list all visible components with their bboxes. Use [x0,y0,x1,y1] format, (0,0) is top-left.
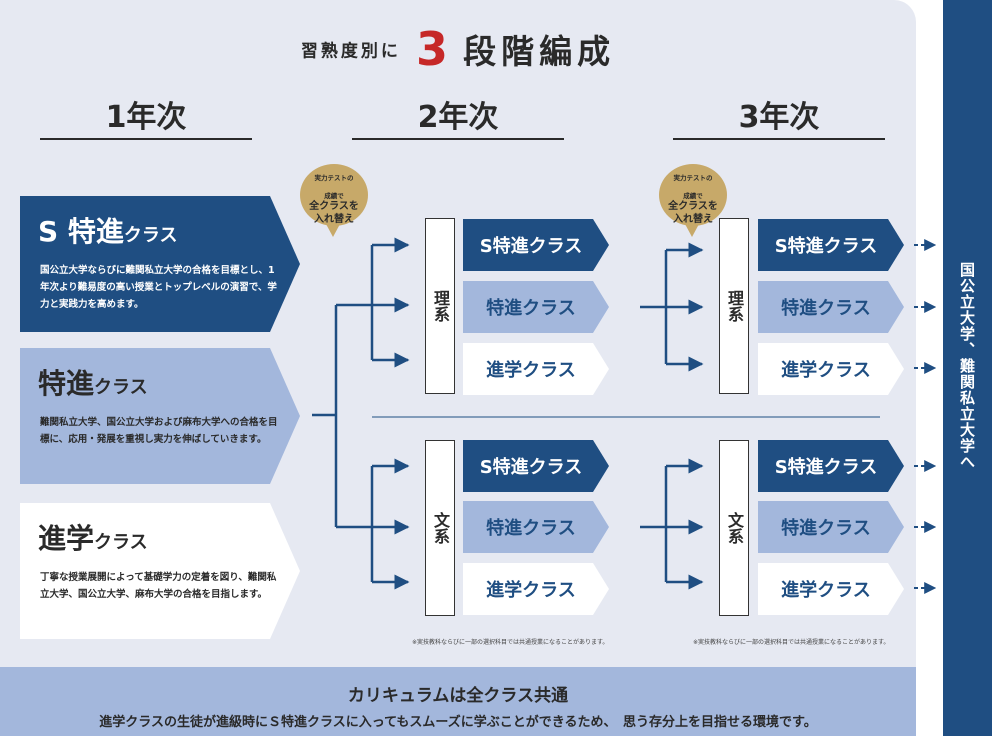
stream-science-y2: 理系 [425,218,455,394]
year-3-underline [673,138,885,140]
footer-title: カリキュラムは全クラス共通 [347,686,569,706]
stream-science-y3: 理系 [719,218,749,394]
card-background [20,196,300,332]
stream-humanities-y3: 文系 [719,440,749,616]
y2-humanities-tokushin: 特進クラス [463,501,609,553]
year-1-heading: 1年次 [105,100,187,135]
card-description: 難関私立大学、国公立大学および麻布大学への合格を目標に、応用・発展を重視し実力を… [40,417,278,445]
badge-line2: 全クラスを [668,201,718,212]
y3-science-s-tokushin: S特進クラス [758,219,904,271]
y3-science-tokushin: 特進クラス [758,281,904,333]
card-title-suffix: クラス [123,225,178,246]
card-background [20,348,300,484]
footnote-y3: ※実技教科ならびに一部の選択科目では共通授業になることがあります。 [693,639,890,646]
card-title-suffix: クラス [94,532,148,553]
goal-sidebar: 国公立大学、難関私立大学へ [943,0,992,736]
curriculum-footer: カリキュラムは全クラス共通 進学クラスの生徒が進級時にＳ特進クラスに入ってもスム… [0,667,916,736]
year-1-underline [40,138,252,140]
year-3-heading: 3年次 [738,100,820,135]
badge-line3: 入れ替え [673,214,713,225]
y2-humanities-s-tokushin: S特進クラス [463,440,609,492]
card-title-suffix: クラス [94,377,148,398]
y2-science-shingaku: 進学クラス [463,343,609,395]
card-title: S 特進クラス [38,210,178,250]
year-2-underline [352,138,564,140]
footnote-y2: ※実技教科ならびに一部の選択科目では共通授業になることがあります。 [412,639,609,646]
y2-humanities-shingaku: 進学クラス [463,563,609,615]
page-title: 習熟度別に 3 段階編成 [0,22,916,76]
y3-humanities-shingaku: 進学クラス [758,563,904,615]
badge-line1: 実力テストの [673,174,713,182]
badge-line1: 実力テストの [314,174,354,182]
class-card-s-tokushin: S 特進クラス 国公立大学ならびに難関私立大学の合格を目標とし、1年次より難易度… [20,196,300,332]
title-number: 3 [415,22,448,76]
badge-line2: 全クラスを [309,201,359,212]
card-title: 進学クラス [38,517,148,557]
y2-science-s-tokushin: S特進クラス [463,219,609,271]
class-card-tokushin: 特進クラス 難関私立大学、国公立大学および麻布大学への合格を目標に、応用・発展を… [20,348,300,484]
card-title-main: 進学 [38,522,95,555]
y3-science-shingaku: 進学クラス [758,343,904,395]
reshuffle-badge-2: 実力テストの 成績で 全クラスを 入れ替え [659,164,727,237]
title-suffix: 段階編成 [463,32,616,71]
card-title: 特進クラス [38,362,148,402]
card-description: 国公立大学ならびに難関私立大学の合格を目標とし、1年次より難易度の高い授業とトッ… [40,265,277,310]
title-prefix: 習熟度別に [300,41,401,62]
y2-science-tokushin: 特進クラス [463,281,609,333]
y3-humanities-tokushin: 特進クラス [758,501,904,553]
sidebar-text: 国公立大学、難関私立大学へ [958,262,976,470]
footer-text: 進学クラスの生徒が進級時にＳ特進クラスに入ってもスムーズに学ぶことができるため、… [99,715,817,730]
card-title-main: S 特進 [38,215,124,248]
badge-line1b: 成績で [683,192,703,200]
badge-line3: 入れ替え [314,214,354,225]
reshuffle-badge-1: 実力テストの 成績で 全クラスを 入れ替え [300,164,368,237]
y3-humanities-s-tokushin: S特進クラス [758,440,904,492]
badge-line1b: 成績で [324,192,344,200]
stream-humanities-y2: 文系 [425,440,455,616]
year-2-heading: 2年次 [417,100,499,135]
class-card-shingaku: 進学クラス 丁寧な授業展開によって基礎学力の定着を図り、難関私立大学、国公立大学… [20,503,300,639]
card-background [20,503,300,639]
card-title-main: 特進 [38,367,95,400]
card-description: 丁寧な授業展開によって基礎学力の定着を図り、難関私立大学、国公立大学、麻布大学の… [40,572,277,600]
